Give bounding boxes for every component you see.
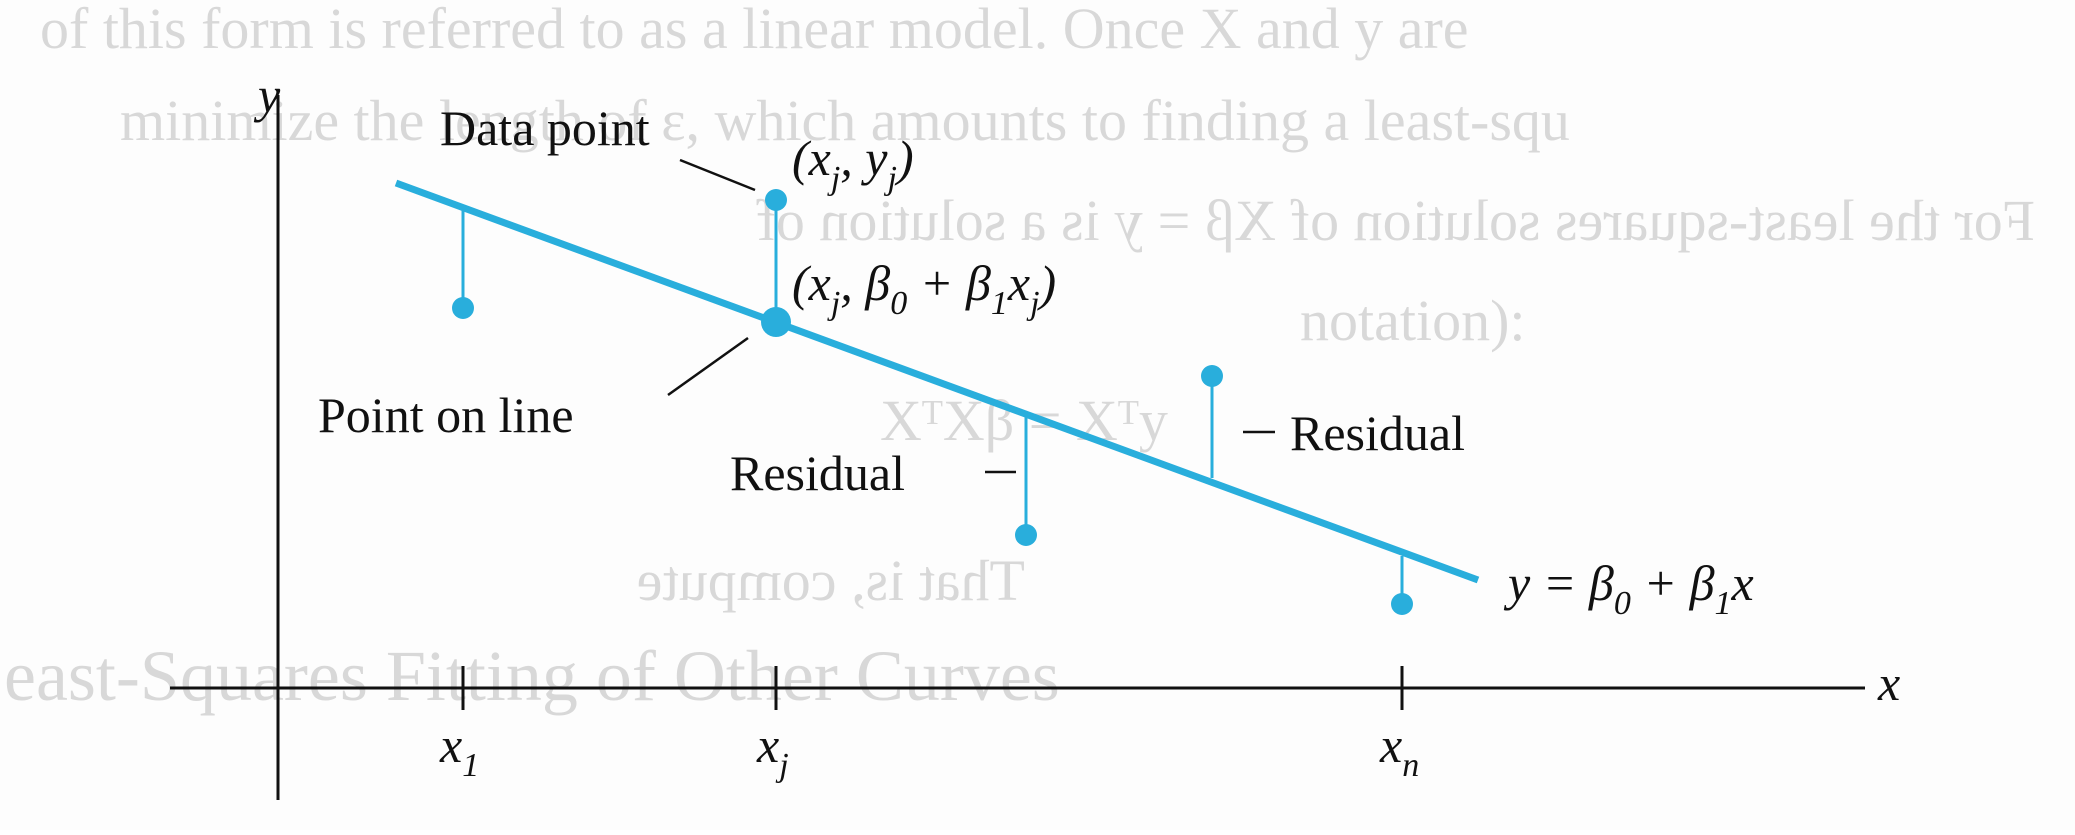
data-point-label: Data point: [440, 100, 650, 156]
point-on-line-pointer: [667, 336, 749, 397]
x-axis-label: x: [1877, 655, 1900, 711]
tick-label-x1: x1: [439, 717, 479, 784]
data-point-coordinates: (xj, yj): [792, 130, 914, 197]
data-point-pointer: [679, 158, 756, 192]
tick-label-xn: xn: [1379, 717, 1419, 784]
y-axis-label: y: [253, 67, 281, 123]
ghost-line-7: Least-Squares Fitting of Other Curves: [0, 636, 1060, 716]
ghost-line-3: For the least-squares solution of Xβ = y…: [756, 188, 2035, 253]
point-on-line-label: Point on line: [318, 387, 574, 443]
background-bleed-text: of this form is referred to as a linear …: [0, 0, 2035, 716]
data-point-j: [765, 189, 787, 211]
regression-line: [394, 179, 1480, 584]
line-point-coordinates: (xj, β0 + β1xj): [792, 255, 1056, 322]
tick-label-xj: xj: [756, 717, 789, 784]
data-point-1: [452, 297, 474, 319]
ghost-line-5: XᵀXβ = Xᵀy: [880, 388, 1168, 453]
data-point-3: [1015, 524, 1037, 546]
ghost-line-6: That is, compute: [637, 548, 1025, 613]
ghost-line-1: of this form is referred to as a linear …: [40, 0, 1469, 61]
data-point-n: [1391, 593, 1413, 615]
data-point-4: [1201, 365, 1223, 387]
ghost-line-4: notation):: [1300, 288, 1526, 353]
ghost-line-2: minimize the length of ε, which amounts …: [120, 88, 1570, 153]
residual-label-right: Residual: [1290, 405, 1465, 461]
point-on-line-marker: [761, 307, 791, 337]
residual-label-left: Residual: [730, 445, 905, 501]
line-equation-label: y = β0 + β1x: [1503, 555, 1754, 622]
